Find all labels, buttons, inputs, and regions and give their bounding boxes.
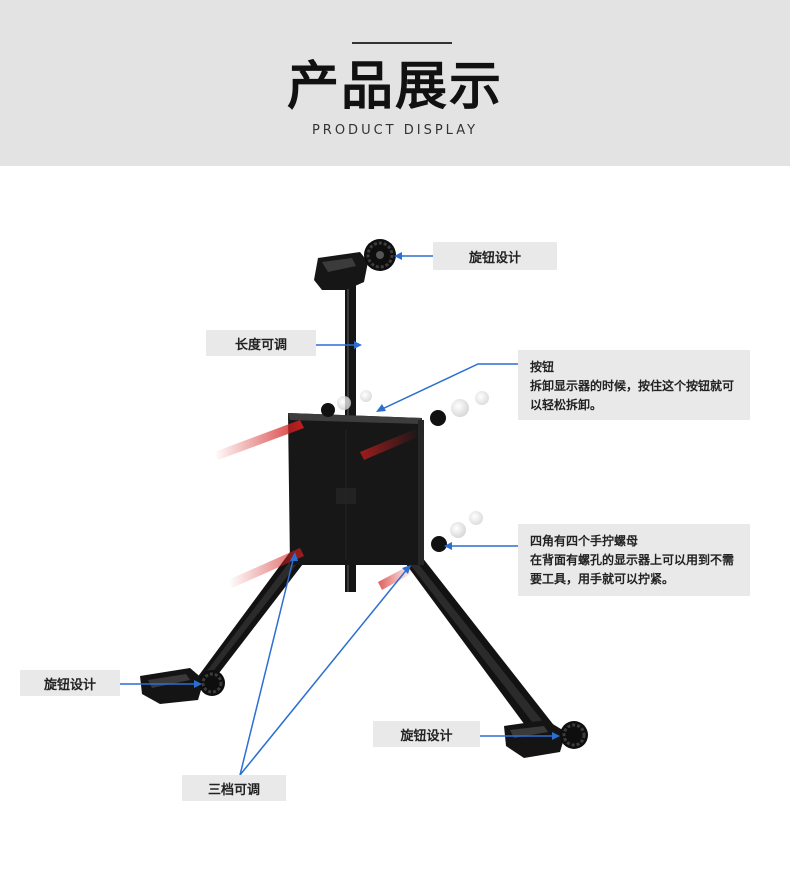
callout-hand-nuts: 四角有四个手拧螺母 在背面有螺孔的显示器上可以用到不需要工具，用手就可以拧紧。 [518,524,750,596]
callout-length-text: 长度可调 [234,337,287,353]
right-knob-icon [560,721,588,749]
callout-nuts-body: 在背面有螺孔的显示器上可以用到不需要工具，用手就可以拧紧。 [530,553,735,586]
left-knob-icon [199,670,225,696]
header-rule [352,42,452,44]
left-leg [140,552,306,704]
callout-button-body: 拆卸显示器的时候，按住这个按钮就可以轻松拆卸。 [530,379,735,412]
callout-arrowheads [194,252,560,740]
callout-knob-top-text: 旋钮设计 [468,250,521,266]
callout-three-step-text: 三档可调 [207,782,260,798]
callout-knob-left: 旋钮设计 [20,670,120,696]
top-clamp [314,252,368,290]
callout-length-adjustable: 长度可调 [206,330,316,356]
callout-lines [120,255,556,776]
callout-button-title: 按钮 [530,360,555,374]
header-banner: 产品展示 PRODUCT DISPLAY [0,0,790,166]
nut-top-right-icon [430,391,489,426]
page-title: 产品展示 [286,57,503,117]
callout-knob-right: 旋钮设计 [373,721,480,747]
nut-top-left-icon [321,390,372,417]
mounting-plate [288,413,424,565]
callout-knob-top: 旋钮设计 [433,242,557,270]
callout-nuts-title: 四角有四个手拧螺母 [530,534,639,548]
callout-knob-right-text: 旋钮设计 [400,728,453,744]
callout-release-button: 按钮 拆卸显示器的时候，按住这个按钮就可以轻松拆卸。 [518,350,750,420]
callout-three-step: 三档可调 [182,775,286,801]
page-subtitle: PRODUCT DISPLAY [311,123,479,138]
nut-bottom-right-icon [431,511,483,552]
top-knob-icon [364,239,396,271]
callout-knob-left-text: 旋钮设计 [43,677,96,693]
right-leg [400,552,566,758]
